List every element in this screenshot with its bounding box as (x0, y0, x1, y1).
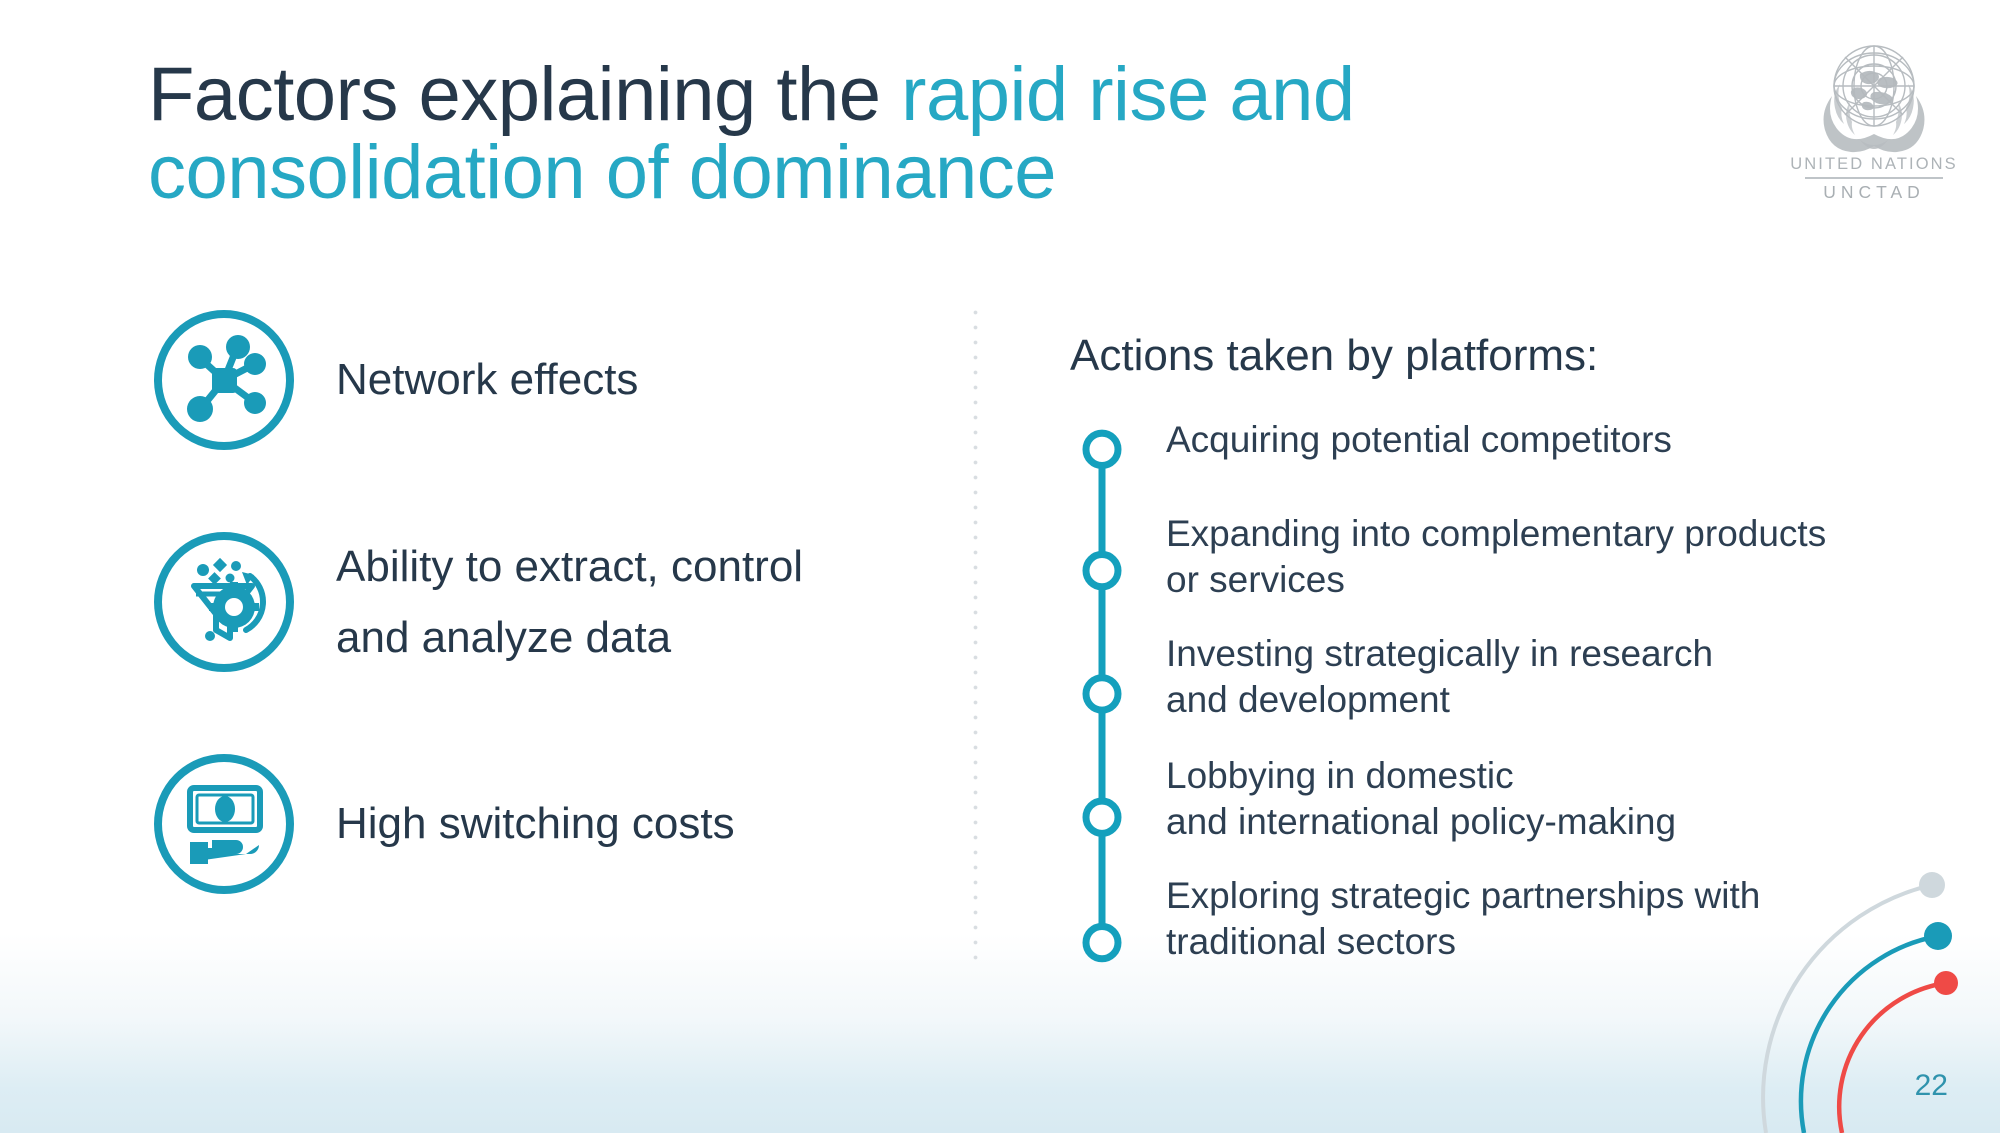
action-item-line2: and international policy-making (1166, 800, 1677, 842)
action-item-line2: or services (1166, 558, 1345, 600)
column-divider (973, 305, 978, 970)
factors-list: Network effects (150, 300, 950, 966)
page-title: Factors explaining the rapid rise and co… (148, 56, 1708, 211)
data-funnel-gear-icon (150, 528, 298, 676)
title-segment-teal-1: rapid rise and (901, 52, 1355, 137)
actions-panel: Actions taken by platforms: Acquiring po… (1070, 330, 1970, 983)
network-nodes-icon (150, 306, 298, 454)
factor-label-network-effects: Network effects (336, 355, 639, 405)
page-number: 22 (1914, 1069, 1948, 1102)
title-segment-dark: Factors explaining the (148, 52, 902, 137)
factor-item-data-control: Ability to extract, control and analyze … (150, 522, 950, 682)
logo-divider-rule (1805, 177, 1943, 179)
actions-timeline: Acquiring potential competitors Expandin… (1070, 417, 1970, 983)
action-item: Expanding into complementary products or… (1166, 511, 1970, 631)
factor-label-data-control: Ability to extract, control and analyze … (336, 531, 803, 674)
factor-item-network-effects: Network effects (150, 300, 950, 460)
action-item: Acquiring potential competitors (1166, 417, 1970, 511)
action-item-line1: Expanding into complementary products (1166, 512, 1827, 554)
logo-text-united-nations: UNITED NATIONS (1790, 155, 1958, 173)
factor-label-switching-costs: High switching costs (336, 799, 735, 849)
action-item-line1: Lobbying in domestic (1166, 754, 1514, 796)
actions-heading: Actions taken by platforms: (1070, 331, 1599, 380)
action-item: Lobbying in domestic and international p… (1166, 753, 1970, 873)
action-item-line2: and development (1166, 678, 1450, 720)
banknote-hand-icon (150, 750, 298, 898)
action-item: Investing strategically in research and … (1166, 631, 1970, 753)
factor-label-data-control-line1: Ability to extract, control (336, 541, 804, 591)
action-item-line1: Exploring strategic partnerships with (1166, 874, 1761, 916)
logo-text-unctad: UNCTAD (1823, 181, 1925, 202)
action-item-line1: Acquiring potential competitors (1166, 418, 1672, 460)
timeline-track-icon (1082, 429, 1122, 963)
factor-item-switching-costs: High switching costs (150, 744, 950, 904)
action-item-line1: Investing strategically in research (1166, 632, 1714, 674)
action-item: Exploring strategic partnerships with tr… (1166, 873, 1970, 983)
title-segment-teal-2: consolidation of dominance (148, 129, 1057, 215)
factor-label-data-control-line2: and analyze data (336, 613, 672, 662)
un-unctad-logo: UNITED NATIONS UNCTAD (1790, 30, 1958, 205)
title-line-1: Factors explaining the rapid rise and (148, 56, 1708, 134)
un-emblem-icon (1823, 45, 1925, 153)
action-item-line2: traditional sectors (1166, 920, 1456, 962)
